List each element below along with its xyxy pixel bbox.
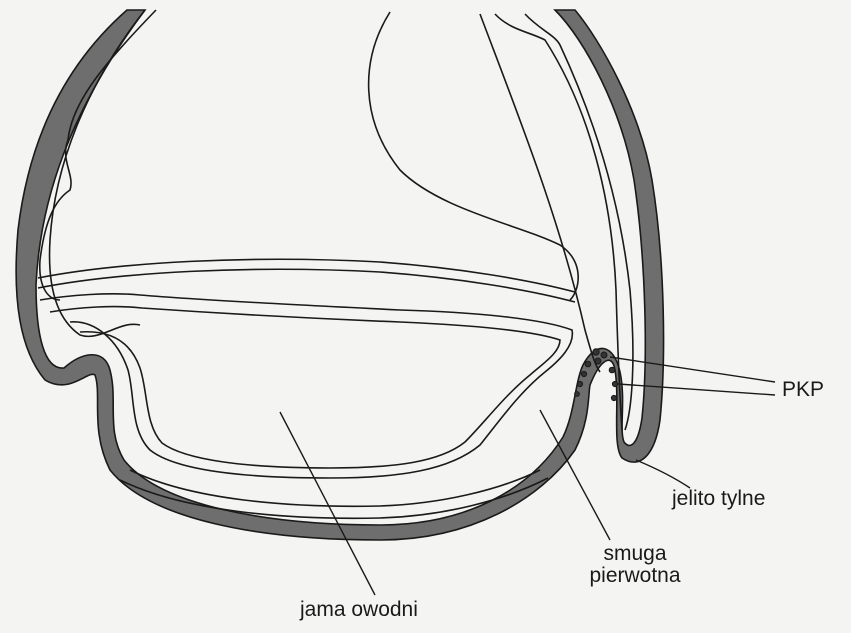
germ-cell: [609, 367, 615, 373]
right-inner-boundary: [480, 14, 600, 372]
label-smuga-line1: smuga: [585, 543, 685, 565]
germ-cell: [581, 371, 586, 376]
jama-leader: [280, 412, 375, 595]
upper-horizontal-membrane-2: [38, 269, 575, 302]
germ-cell: [577, 381, 582, 386]
label-jama-owodni: jama owodni: [300, 599, 418, 621]
pkp-leader-lower: [618, 384, 775, 395]
label-pkp: PKP: [782, 379, 824, 401]
yolk-sac-outline: [369, 12, 579, 300]
jelito-leader: [636, 460, 690, 488]
germ-cell: [575, 392, 580, 397]
germ-cell: [612, 381, 617, 386]
label-smuga-line2: pierwotna: [585, 565, 685, 587]
upper-horizontal-membrane-1: [38, 259, 575, 292]
germ-cell: [595, 358, 601, 364]
label-jelito-tylne: jelito tylne: [672, 488, 765, 510]
germ-cell: [601, 352, 607, 358]
amnion-lining-inner: [50, 307, 560, 468]
pkp-leader-upper: [610, 357, 775, 382]
germ-cell: [611, 395, 616, 400]
label-smuga-pierwotna: smuga pierwotna: [585, 543, 685, 587]
germ-cell: [585, 361, 591, 367]
inner-membranes: [38, 10, 633, 518]
germ-cell: [593, 349, 599, 355]
